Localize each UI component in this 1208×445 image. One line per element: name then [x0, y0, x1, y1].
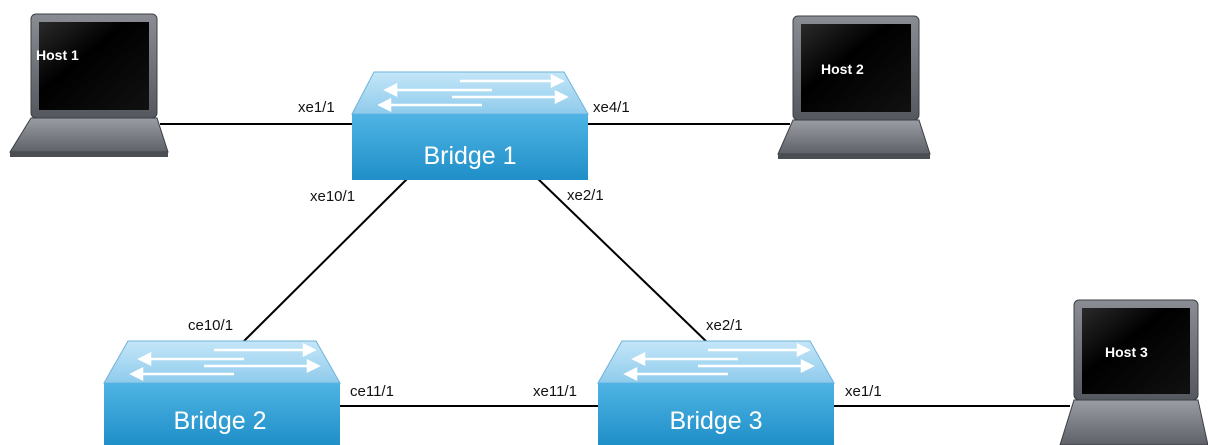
bridge-1-label: Bridge 1	[423, 142, 516, 170]
port-label-bridge1-xe10-1: xe10/1	[310, 188, 355, 205]
bridge-3-label: Bridge 3	[669, 407, 762, 435]
port-labels: xe1/1 xe4/1 xe10/1 ce10/1 xe2/1 xe2/1 ce…	[188, 99, 882, 400]
host-3-laptop-icon: Host 3	[1059, 299, 1208, 445]
host-3-label: Host 3	[1105, 344, 1148, 360]
bridge-1-switch-icon: Bridge 1	[351, 71, 589, 180]
port-label-bridge1-xe4-1: xe4/1	[593, 99, 630, 116]
links-layer	[160, 123, 1070, 407]
port-label-bridge3-xe2-1: xe2/1	[706, 317, 743, 334]
bridge-2-switch-icon: Bridge 2	[103, 340, 341, 445]
bridge-2-label: Bridge 2	[173, 407, 266, 435]
port-label-bridge2-ce11-1: ce11/1	[350, 383, 394, 400]
port-label-bridge3-xe11-1: xe11/1	[533, 383, 577, 400]
port-label-bridge1-xe2-1: xe2/1	[567, 187, 604, 204]
port-label-bridge2-ce10-1: ce10/1	[188, 317, 233, 334]
port-label-bridge3-xe1-1: xe1/1	[845, 383, 882, 400]
bridge-3-switch-icon: Bridge 3	[597, 340, 835, 445]
host-1-label: Host 1	[36, 47, 79, 63]
host-2-laptop-icon: Host 2	[777, 15, 931, 159]
link-bridge1-bridge3	[534, 175, 711, 346]
link-bridge1-bridge2	[239, 175, 411, 346]
host-1-laptop-icon: Host 1	[9, 13, 169, 157]
port-label-bridge1-xe1-1: xe1/1	[298, 99, 335, 116]
host-2-label: Host 2	[821, 61, 864, 77]
